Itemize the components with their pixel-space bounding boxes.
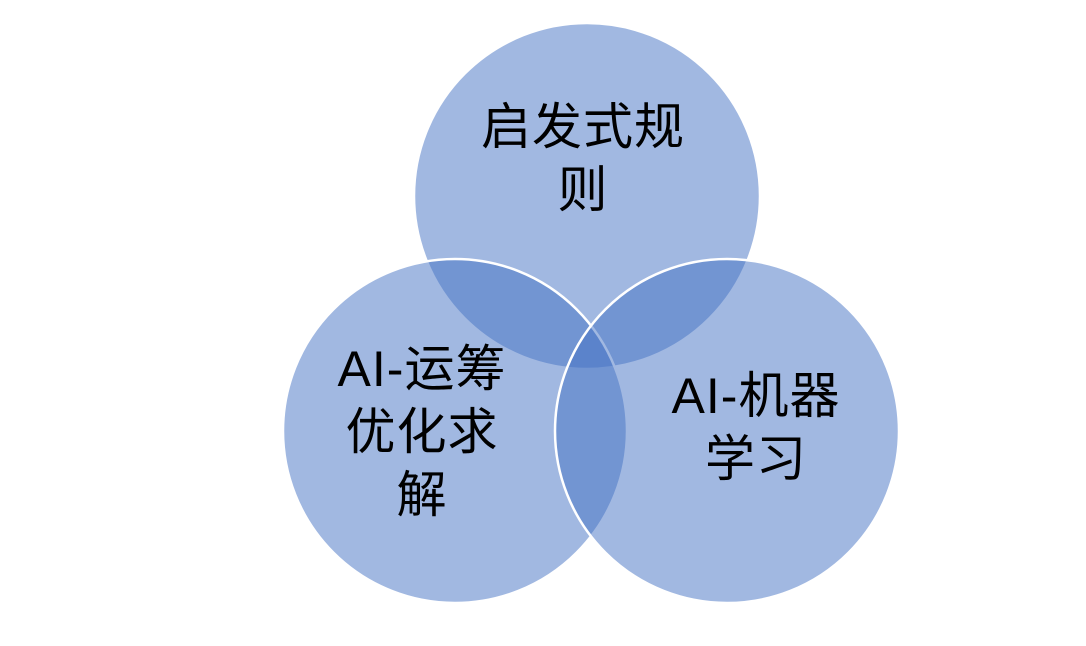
venn-label-ai-operations-research: AI-运筹 优化求 解 xyxy=(212,338,632,527)
venn-label-line: 启发式规 xyxy=(481,99,685,155)
venn-label-line: 学习 xyxy=(705,431,807,487)
venn-circle-ai-machine-learning xyxy=(553,257,901,605)
venn-label-line: 解 xyxy=(396,467,448,523)
venn-label-line: 则 xyxy=(557,162,609,218)
venn-label-line: 优化求 xyxy=(345,404,499,460)
venn-label-heuristic-rules: 启发式规 则 xyxy=(373,96,793,222)
venn-label-line: AI-运筹 xyxy=(337,341,507,397)
venn-label-ai-machine-learning: AI-机器 学习 xyxy=(546,365,966,491)
venn-label-line: AI-机器 xyxy=(671,368,841,424)
